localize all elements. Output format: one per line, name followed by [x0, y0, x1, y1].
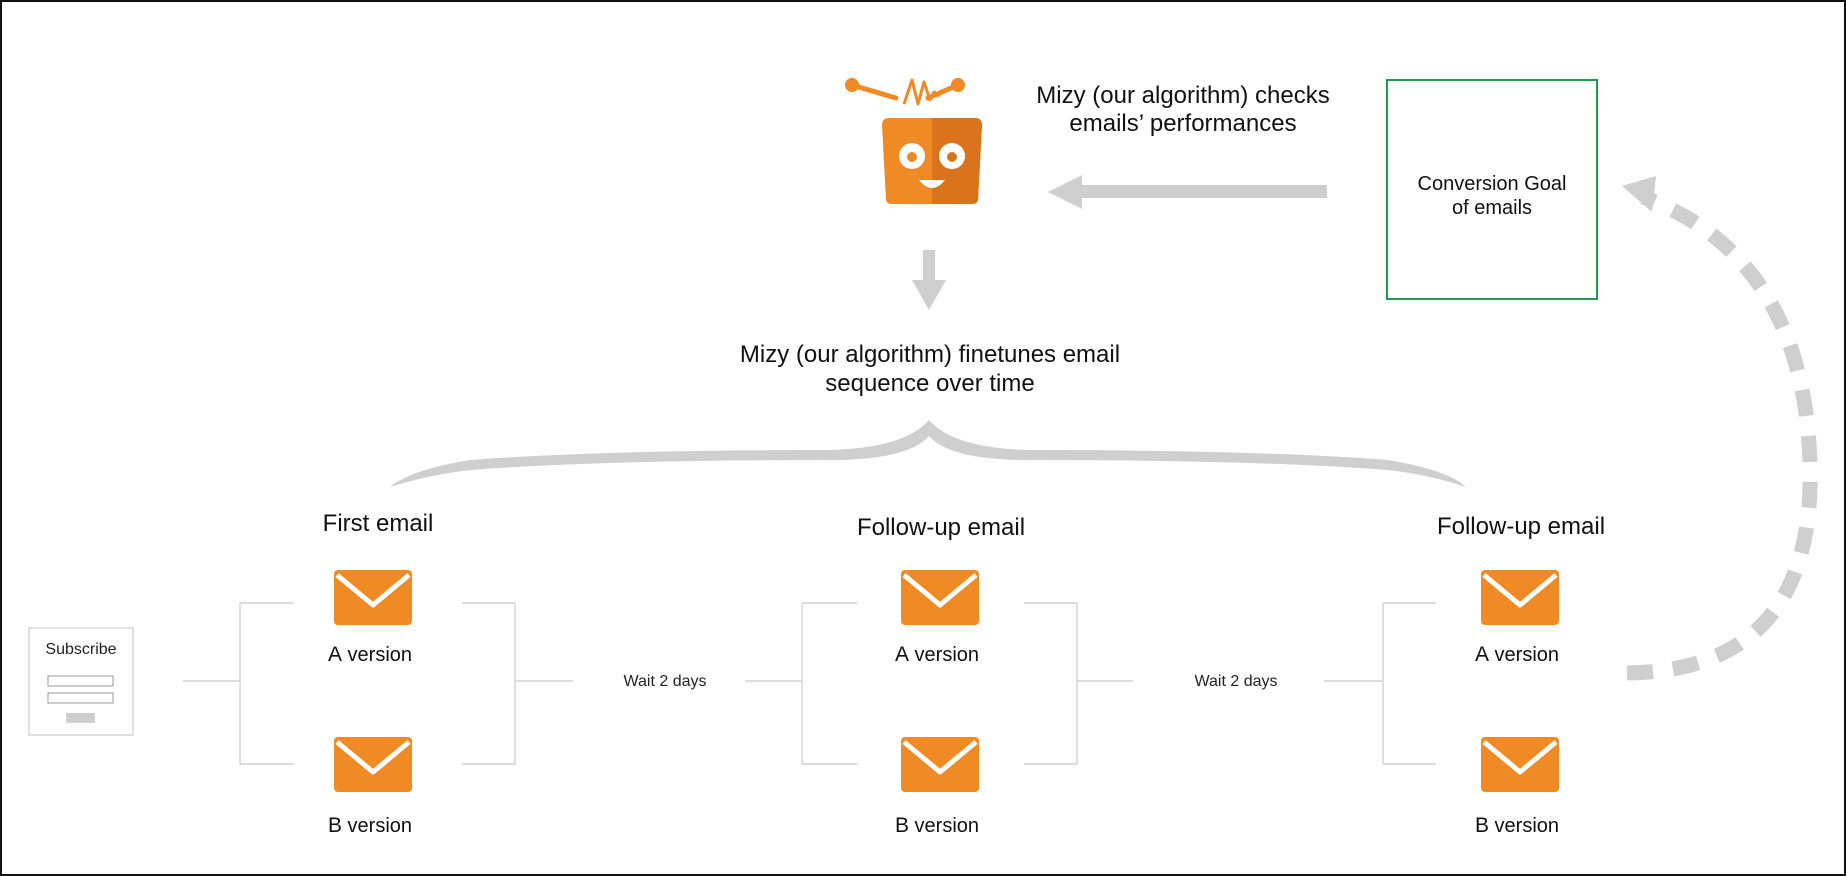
robot-caption-line2: emails’ performances	[1069, 110, 1296, 137]
envelope-flap	[1482, 573, 1558, 608]
envelope-body	[901, 570, 979, 625]
version-word: version	[1489, 815, 1559, 837]
sequence-brace	[390, 420, 1466, 487]
envelope-body	[1481, 737, 1559, 792]
version-label: B version	[328, 814, 412, 837]
wait-label-2: Wait 2 days	[1195, 673, 1278, 690]
envelope-body	[1481, 570, 1559, 625]
robot-antenna-left	[849, 82, 899, 101]
envelope-flap	[902, 573, 978, 608]
robot-antenna-ball-right	[951, 78, 965, 92]
robot-caption-line1: Mizy (our algorithm) checks	[1036, 82, 1329, 109]
version-label: A version	[895, 643, 979, 666]
email-icon	[1481, 737, 1559, 792]
subscribe-field-1	[47, 675, 114, 687]
conversion-goal-line1: Conversion Goal	[1418, 173, 1567, 195]
envelope-body	[334, 570, 412, 625]
envelope-flap	[335, 573, 411, 608]
version-word: version	[909, 815, 979, 837]
robot-pupil-right	[947, 152, 957, 162]
stage-title: Follow-up email	[857, 514, 1025, 541]
email-icon	[334, 570, 412, 625]
version-word: version	[909, 644, 979, 666]
version-label: B version	[1475, 814, 1559, 837]
version-label: B version	[895, 814, 979, 837]
envelope-flap	[902, 740, 978, 775]
robot-pupil-left	[907, 152, 917, 162]
conversion-goal-box	[1386, 79, 1598, 300]
feedback-dashed-arrow	[1626, 189, 1818, 681]
version-letter: A	[328, 643, 342, 666]
version-letter: A	[895, 643, 909, 666]
envelope-body	[334, 737, 412, 792]
version-word: version	[342, 644, 412, 666]
version-letter: A	[1475, 643, 1489, 666]
stage-title: First email	[323, 510, 434, 537]
robot-icon	[845, 78, 982, 204]
performance-arrow	[1048, 175, 1327, 209]
email-icon	[901, 570, 979, 625]
subscribe-field-2	[47, 692, 114, 704]
email-icon	[1481, 570, 1559, 625]
robot-antenna-ball-left	[845, 78, 859, 92]
version-letter: B	[328, 814, 342, 837]
finetune-caption-line2: sequence over time	[825, 370, 1034, 397]
feedback-arrowhead	[1622, 176, 1656, 212]
version-letter: B	[1475, 814, 1489, 837]
finetune-caption-line1: Mizy (our algorithm) finetunes email	[740, 341, 1120, 368]
version-word: version	[342, 815, 412, 837]
envelope-flap	[335, 740, 411, 775]
version-label: A version	[328, 643, 412, 666]
envelope-flap	[1482, 740, 1558, 775]
email-icon	[334, 737, 412, 792]
finetune-arrow	[912, 250, 946, 310]
envelope-body	[901, 737, 979, 792]
robot-signal-icon	[902, 78, 941, 106]
conversion-goal-line2: of emails	[1452, 197, 1532, 219]
email-icon	[901, 737, 979, 792]
subscribe-label: Subscribe	[45, 641, 116, 658]
stage-title: Follow-up email	[1437, 513, 1605, 540]
subscribe-submit	[66, 713, 95, 723]
robot-mouth	[919, 180, 945, 188]
version-label: A version	[1475, 643, 1559, 666]
version-word: version	[1489, 644, 1559, 666]
version-letter: B	[895, 814, 909, 837]
wait-label-1: Wait 2 days	[624, 673, 707, 690]
subscribe-form: Subscribe	[28, 627, 134, 736]
